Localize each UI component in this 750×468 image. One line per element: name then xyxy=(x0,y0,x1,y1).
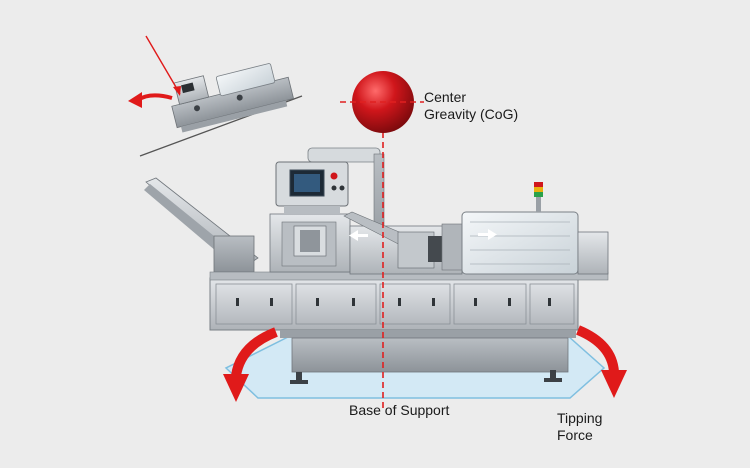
small-tipping-arrow-icon xyxy=(136,93,173,102)
tilted-machine-illustration xyxy=(128,35,303,157)
emergency-stop-button xyxy=(330,172,338,180)
small-tipping-arrowhead xyxy=(128,92,142,108)
tipping-label-line2: Force xyxy=(557,427,593,443)
cog-label-line1: Center xyxy=(424,89,467,105)
tipping-force-label: Tipping Force xyxy=(557,410,602,444)
guarded-section xyxy=(461,211,579,275)
direction-arrow-right-icon xyxy=(478,229,497,240)
cartoning-machine xyxy=(144,147,609,384)
pointer-arrowhead xyxy=(173,86,181,96)
tipping-label-line1: Tipping xyxy=(557,410,603,426)
tipping-arrow-left-icon xyxy=(223,327,278,402)
tipping-arrow-right-icon xyxy=(575,325,627,398)
pointer-line xyxy=(145,35,181,95)
center-of-gravity-label: Center Greavity (CoG) xyxy=(424,89,518,123)
cog-label-line2: Greavity (CoG) xyxy=(424,106,519,122)
machine-base-cabinet xyxy=(209,277,579,331)
direction-arrow-left-icon xyxy=(349,230,368,241)
base-of-support-label: Base of Support xyxy=(349,402,450,418)
